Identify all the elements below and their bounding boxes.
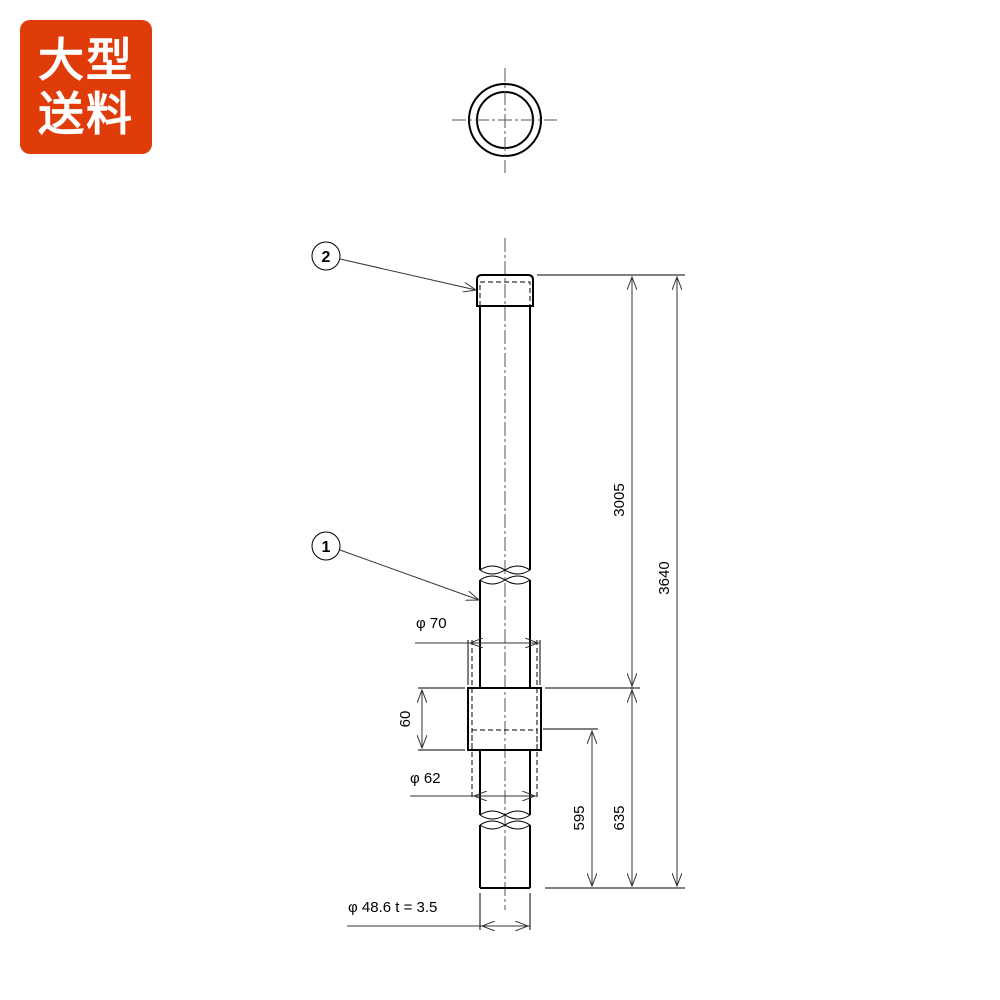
top-view: [452, 68, 557, 173]
svg-text:φ 70: φ 70: [416, 615, 447, 632]
dim-phi48-6: φ 48.6 t = 3.5: [347, 893, 531, 930]
svg-text:2: 2: [322, 249, 331, 266]
badge-line2: 送料: [38, 87, 134, 141]
balloon-1: 1: [311, 531, 479, 600]
sleeve: [467, 640, 542, 800]
svg-text:60: 60: [397, 711, 414, 728]
dim-phi62: φ 62: [410, 770, 537, 796]
dim-60: 60: [397, 687, 465, 751]
svg-text:1: 1: [322, 539, 331, 556]
pipe-upper: [479, 306, 531, 575]
svg-text:φ 48.6 t = 3.5: φ 48.6 t = 3.5: [348, 899, 437, 916]
svg-text:595: 595: [571, 805, 588, 830]
balloon-2: 2: [311, 241, 476, 290]
dim-635: 635: [611, 690, 632, 886]
pipe-middle: [479, 575, 531, 820]
top-cap: [476, 274, 534, 307]
svg-text:3640: 3640: [656, 561, 673, 594]
badge-line1: 大型: [38, 33, 134, 87]
dim-phi70: φ 70: [415, 615, 541, 685]
dim-595: 595: [571, 731, 592, 886]
large-shipping-badge: 大型 送料: [20, 20, 152, 154]
svg-text:3005: 3005: [611, 483, 628, 516]
dim-3640: 3640: [656, 277, 677, 886]
dim-3005: 3005: [611, 277, 632, 690]
svg-text:φ 62: φ 62: [410, 770, 441, 787]
pipe-lower: [479, 820, 531, 889]
svg-text:635: 635: [611, 805, 628, 830]
